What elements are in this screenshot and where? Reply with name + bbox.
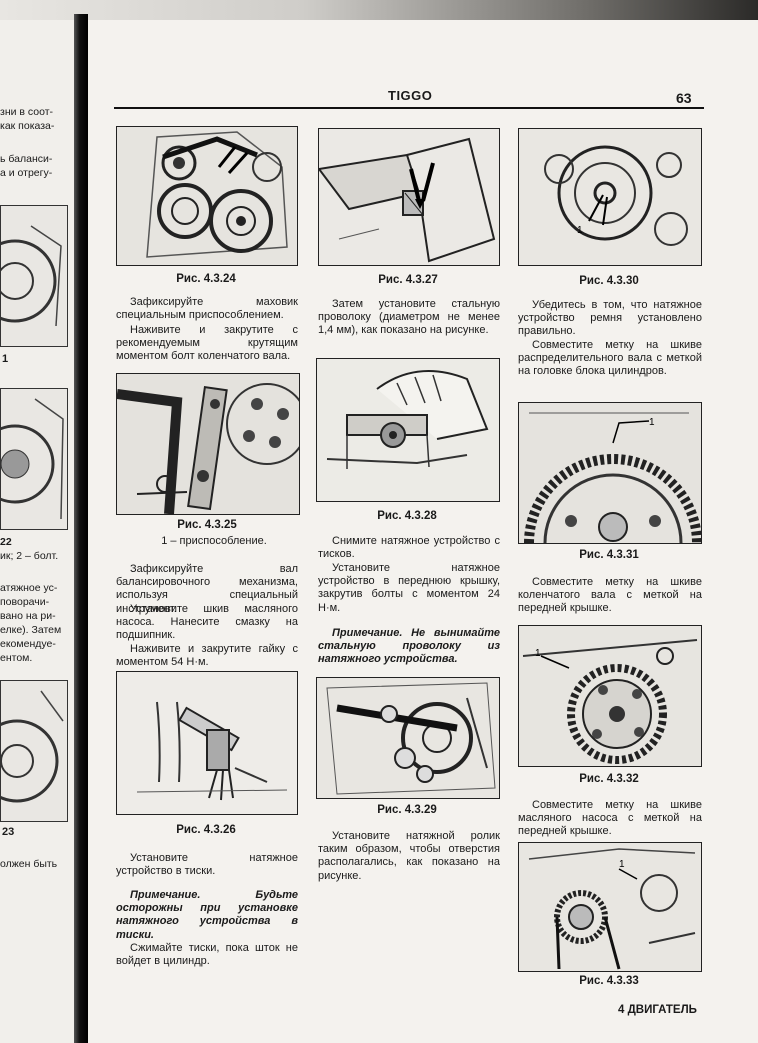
left-page-line: ентом.	[0, 652, 33, 664]
figure-4-3-33: 1	[518, 842, 702, 972]
paragraph: Наживите и закрутите с рекомендуемым кру…	[116, 324, 298, 363]
figure-caption: Рис. 4.3.29	[377, 804, 437, 816]
left-page-line: как показа-	[0, 120, 55, 132]
figure-4-3-25	[116, 373, 300, 515]
left-page-figure	[0, 388, 68, 530]
figure-caption: Рис. 4.3.31	[579, 549, 639, 561]
figure-4-3-28	[316, 358, 500, 502]
paragraph: Затем установите стальную проволоку (диа…	[318, 298, 500, 337]
left-page-line: вано на ри-	[0, 610, 56, 622]
figure-label: 1	[535, 648, 541, 659]
left-page-line: 22	[0, 536, 12, 548]
paragraph: Наживите и закрутите гайку с моментом 54…	[116, 643, 298, 669]
left-page-line: а и отрегу-	[0, 167, 53, 179]
note: Примечание. Не вынимайте стальную провол…	[318, 627, 500, 666]
figure-label: 1	[577, 225, 583, 236]
paragraph: Совместите метку на шкиве масляного насо…	[518, 799, 702, 838]
note: Примечание. Будьте осторожны при установ…	[116, 889, 298, 941]
figure-4-3-29	[316, 677, 500, 799]
left-page-figure	[0, 680, 68, 822]
left-page-line: ь баланси-	[0, 153, 53, 165]
paragraph: Установите натяжной ролик таким образом,…	[318, 830, 500, 882]
figure-4-3-27	[318, 128, 500, 266]
left-page-line: зни в соот-	[0, 106, 54, 118]
left-page-line: елке). Затем	[0, 624, 62, 636]
header-rule	[114, 107, 704, 109]
paragraph: Совместите метку на шкиве коленчатого ва…	[518, 576, 702, 615]
figure-legend: 1 – приспособление.	[161, 535, 267, 547]
paragraph: Установите натяжное устройство в тиски.	[116, 852, 298, 878]
paragraph: Установите натяжное устройство в передню…	[318, 562, 500, 614]
figure-caption: Рис. 4.3.26	[176, 824, 236, 836]
figure-4-3-24	[116, 126, 298, 266]
left-page-line: ик; 2 – болт.	[0, 550, 59, 562]
left-page-caption: 23	[2, 826, 15, 838]
figure-caption: Рис. 4.3.24	[176, 273, 236, 285]
paragraph: Установите шкив масляного насоса. Нанеси…	[116, 603, 298, 642]
adjacent-page-fragment: зни в соот- как показа- ь баланси- а и о…	[0, 20, 76, 1043]
paragraph: Зафиксируйте вал балансировочного механи…	[116, 563, 298, 615]
figure-caption: Рис. 4.3.25	[177, 519, 237, 531]
left-page-line: олжен быть	[0, 858, 58, 870]
scan-shadow-top	[0, 0, 758, 20]
left-page-line: поворачи-	[0, 596, 50, 608]
figure-4-3-32: 1	[518, 625, 702, 767]
figure-4-3-26	[116, 671, 298, 815]
figure-label: 1	[619, 859, 625, 870]
figure-label: 1	[649, 417, 655, 428]
left-page-caption: 1	[2, 353, 9, 365]
figure-caption: Рис. 4.3.32	[579, 773, 639, 785]
figure-caption: Рис. 4.3.30	[579, 275, 639, 287]
figure-caption: Рис. 4.3.28	[377, 510, 437, 522]
paragraph: Совместите метку на шкиве распределитель…	[518, 339, 702, 378]
paragraph: Снимите натяжное устройство с тисков.	[318, 535, 500, 561]
left-page-line: атяжное ус-	[0, 582, 58, 594]
section-footer: 4 ДВИГАТЕЛЬ	[618, 1004, 697, 1016]
figure-4-3-31: 1	[518, 402, 702, 544]
running-title: TIGGO	[388, 88, 433, 103]
paragraph: Сжимайте тиски, пока шток не войдет в ци…	[116, 942, 298, 968]
book-spine	[74, 14, 88, 1043]
left-page-figure	[0, 205, 68, 347]
page-number: 63	[676, 90, 692, 106]
figure-4-3-30: 1	[518, 128, 702, 266]
figure-caption: Рис. 4.3.33	[579, 975, 639, 987]
paragraph: Убедитесь в том, что натяжное устройство…	[518, 299, 702, 338]
figure-caption: Рис. 4.3.27	[378, 274, 438, 286]
left-page-line: екомендуе-	[0, 638, 56, 650]
paragraph: Зафиксируйте маховик специальным приспос…	[116, 296, 298, 322]
